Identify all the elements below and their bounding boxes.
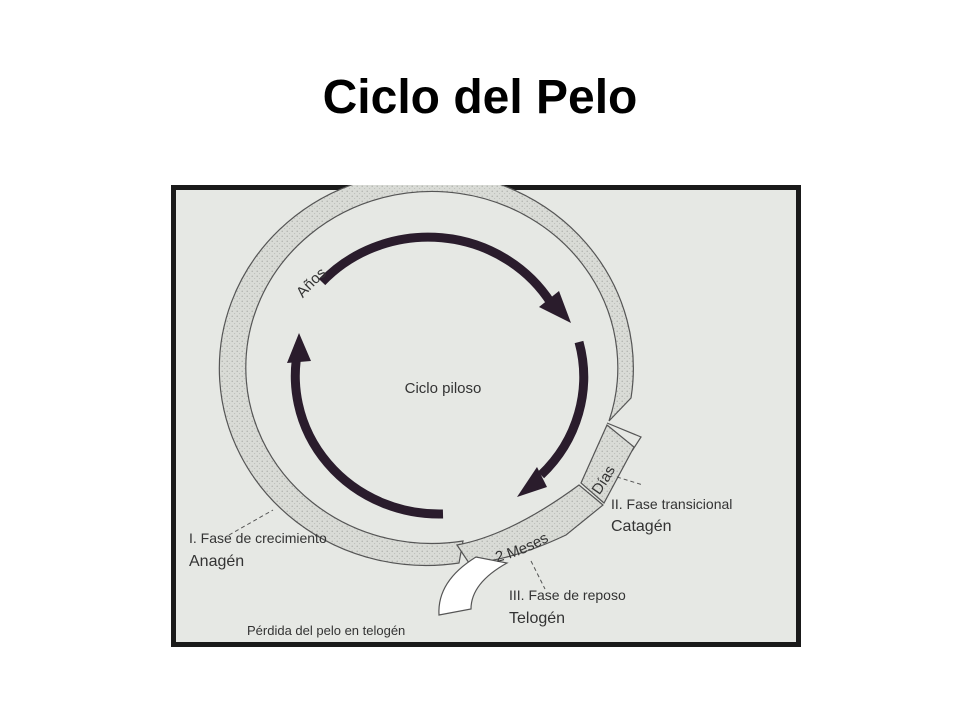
band-notch-days — [606, 422, 642, 452]
days-segment — [580, 424, 635, 504]
arrow-right-arc — [537, 340, 589, 479]
hair-cycle-diagram: Años Días 2 Meses Ciclo piloso I. Fase d… — [171, 185, 801, 647]
leader-catagen — [616, 476, 644, 486]
phase-1-label: I. Fase de crecimiento — [189, 530, 327, 546]
leader-telogen — [530, 560, 546, 590]
leader-anagen — [228, 509, 274, 536]
arrowhead-top — [539, 291, 571, 323]
arrow-left-arc — [290, 343, 444, 519]
phase-2-label: II. Fase transicional — [611, 496, 732, 512]
arrow-top-arc — [318, 232, 555, 306]
hair-cycle-svg: Años Días 2 Meses Ciclo piloso I. Fase d… — [171, 185, 801, 647]
arrowhead-right — [517, 467, 547, 497]
footer-label: Pérdida del pelo en telogén — [247, 623, 405, 638]
shed-hair-tail — [438, 556, 509, 616]
phase-3-name: Telogén — [509, 610, 565, 627]
arrowhead-left — [287, 333, 311, 363]
phase-3-label: III. Fase de reposo — [509, 587, 626, 603]
phase-1-name: Anagén — [189, 553, 244, 570]
phase-2-name: Catagén — [611, 518, 672, 535]
slide-title: Ciclo del Pelo — [322, 71, 638, 124]
center-label: Ciclo piloso — [405, 380, 482, 397]
outer-band — [218, 185, 634, 567]
cycle-arrows — [290, 232, 589, 519]
